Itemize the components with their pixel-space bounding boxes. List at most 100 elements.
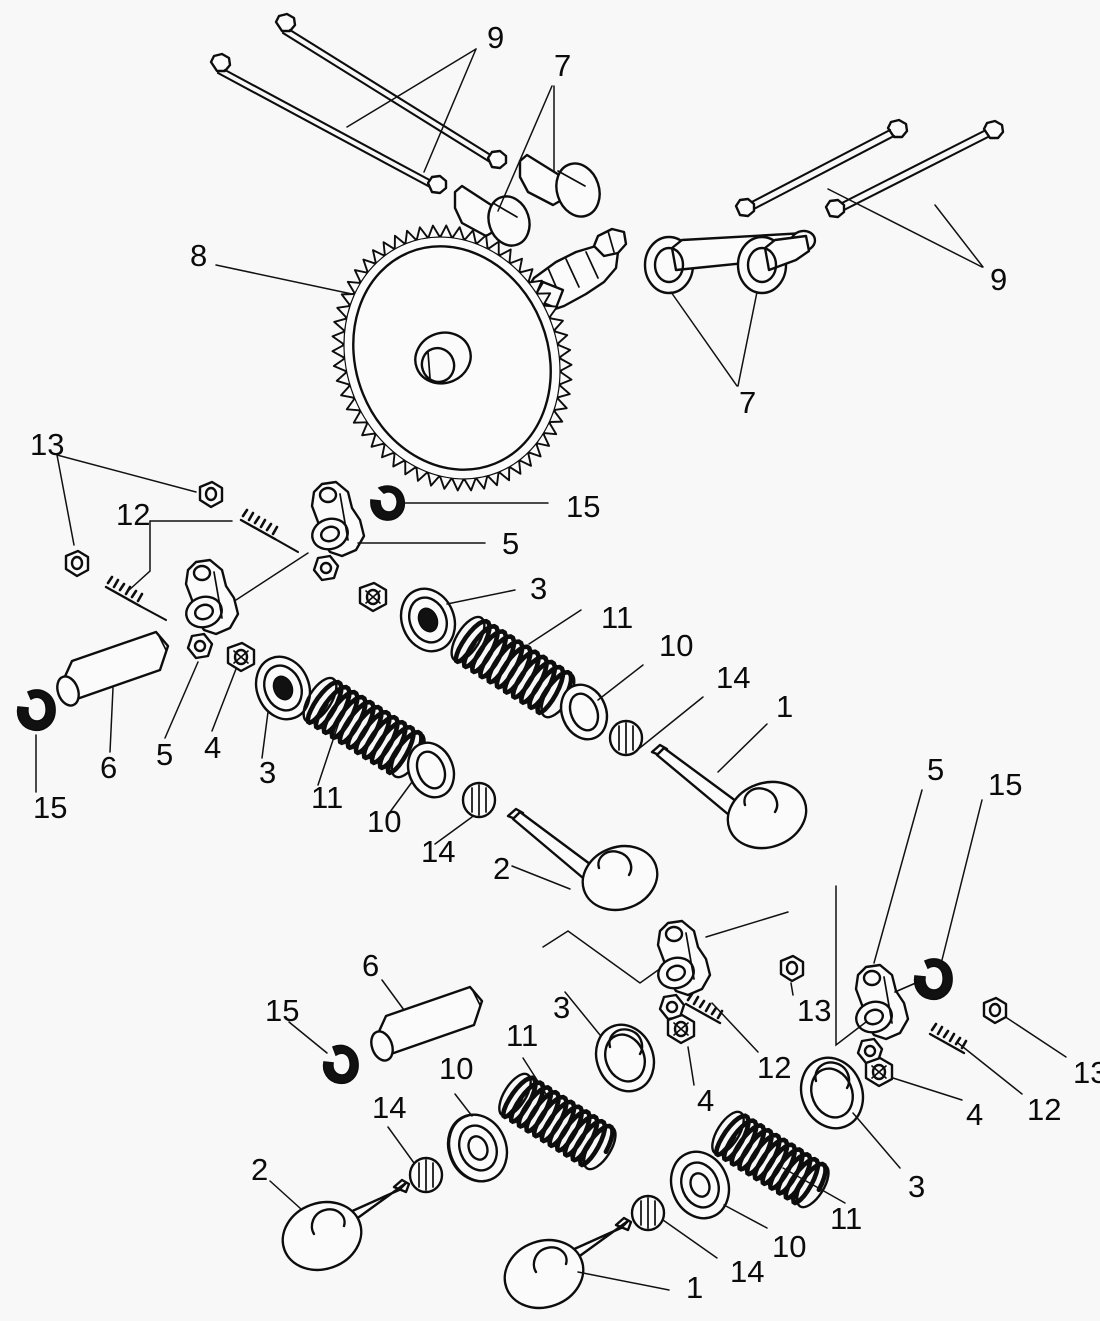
callout-label-5: 5 <box>502 526 519 561</box>
callout-label-15: 15 <box>988 767 1022 802</box>
valve-lifter-right-b <box>736 234 811 295</box>
adjusting-nut-13-lower-center <box>779 954 805 983</box>
adjusting-screw-12-upper-b <box>104 575 168 622</box>
valve-spring-retainer-3-upper-b <box>254 655 312 721</box>
callout-label-12: 12 <box>116 497 150 532</box>
callout-leader-4-lower-right <box>892 1077 963 1101</box>
callout-label-14: 14 <box>716 660 750 695</box>
rocker-arm-5-upper-left <box>184 558 240 660</box>
callout-label-3: 3 <box>908 1169 925 1204</box>
callout-leader-11-b <box>317 715 342 786</box>
callout-leader-3-lower-right <box>852 1112 901 1169</box>
callout-leader-12-upper <box>127 520 233 592</box>
callout-leader-11-lower-right <box>782 1167 846 1204</box>
callout-label-3: 3 <box>530 571 547 606</box>
callout-label-11: 11 <box>311 780 343 815</box>
callout-label-15: 15 <box>33 790 67 825</box>
adjusting-nut-13-upper-b <box>64 549 90 578</box>
rocker-arm-5-lower-right <box>854 963 910 1065</box>
rocker-arm-5-upper-center <box>310 480 366 582</box>
callout-label-6: 6 <box>100 750 117 785</box>
callout-leader-9-right <box>827 188 984 268</box>
lock-nut-4-lower-right <box>864 1056 894 1088</box>
adjusting-screw-12-lower-right <box>928 1022 968 1055</box>
callout-leader-1-upper <box>717 723 768 773</box>
callout-label-11: 11 <box>506 1018 538 1053</box>
rocker-arm-shaft-6-upper <box>56 630 170 707</box>
valve-lifter-top-right <box>518 153 601 218</box>
callout-leader-12-lower-center <box>711 1002 759 1053</box>
adjusting-nut-13-lower-right <box>982 996 1008 1025</box>
callout-label-9: 9 <box>990 262 1007 297</box>
callout-label-13: 13 <box>30 427 64 462</box>
push-rod-lower-left <box>209 52 448 195</box>
callout-label-14: 14 <box>372 1090 406 1125</box>
callout-label-14: 14 <box>730 1254 764 1289</box>
callout-leader-12-lower-right <box>957 1042 1023 1095</box>
valve-lifter-top-left <box>453 184 531 247</box>
callout-leader-6-lower <box>381 979 405 1011</box>
callout-leader-11-c <box>522 1057 547 1095</box>
callout-label-9: 9 <box>487 20 504 55</box>
valve-spring-retainer-3-lower-center <box>594 1023 656 1093</box>
callout-label-10: 10 <box>439 1051 473 1086</box>
spring-seat-washer-10-upper-b <box>406 741 456 799</box>
lock-nut-4-upper-a <box>358 581 388 613</box>
adjusting-screw-12-upper-a <box>239 508 300 554</box>
retaining-clip-15-left <box>16 689 56 732</box>
valve-spring-retainer-3-lower-right <box>799 1056 865 1130</box>
assembly-link-lines <box>542 911 789 984</box>
callout-label-12: 12 <box>757 1050 791 1085</box>
retaining-clip-15-lower-right <box>894 958 953 1001</box>
callout-label-5: 5 <box>927 752 944 787</box>
retaining-clip-15-lower-left <box>322 1044 359 1085</box>
lock-nut-4-upper-b <box>226 641 256 673</box>
callout-label-10: 10 <box>772 1229 806 1264</box>
callout-leader-14-a <box>635 696 704 752</box>
callout-label-12: 12 <box>1027 1092 1061 1127</box>
callout-label-7: 7 <box>739 385 756 420</box>
intake-valve-1-upper <box>650 743 808 850</box>
push-rod-lower-right <box>734 118 909 218</box>
callout-leader-14-b <box>434 816 473 845</box>
callout-label-4: 4 <box>966 1097 983 1132</box>
callout-leader-rocker-link <box>235 552 309 601</box>
callout-label-10: 10 <box>659 628 693 663</box>
spring-seat-washer-10-lower-left <box>447 1113 509 1183</box>
callout-leader-10-a <box>597 664 644 701</box>
callout-label-3: 3 <box>259 755 276 790</box>
callout-leader-6-upper <box>109 687 114 753</box>
callout-leader-3-upper-a <box>446 589 516 605</box>
callout-label-14: 14 <box>421 834 455 869</box>
callout-leader-13-upper <box>56 454 197 546</box>
valve-keeper-14-upper-b <box>461 781 497 819</box>
callout-leader-5-upper-left <box>164 661 199 739</box>
valve-keeper-14-lower-right <box>630 1194 666 1232</box>
valve-spring-11-upper-b <box>302 676 426 779</box>
callout-label-5: 5 <box>156 737 173 772</box>
push-rod-upper-right <box>824 119 1005 219</box>
callout-leader-4-lower-center <box>687 1046 695 1086</box>
callout-leader-13-lower-right <box>1006 1017 1067 1058</box>
adjusting-nut-13-upper-a <box>198 480 224 509</box>
callout-leader-11-a <box>528 609 582 645</box>
callout-leader-15-lower-left <box>288 1021 328 1054</box>
callout-label-11: 11 <box>601 600 633 635</box>
callout-label-6: 6 <box>362 948 379 983</box>
intake-valve-1-lower-right <box>503 1216 633 1310</box>
callout-label-3: 3 <box>553 990 570 1025</box>
callout-label-1: 1 <box>776 689 793 724</box>
callout-label-13: 13 <box>797 993 831 1028</box>
callout-label-15: 15 <box>265 993 299 1028</box>
callout-leader-2-upper <box>511 865 571 890</box>
callout-leader-15-lower-right <box>941 799 983 961</box>
exhaust-valve-2-upper <box>506 807 659 912</box>
spring-seat-washer-10-upper-a <box>559 683 609 741</box>
callout-label-2: 2 <box>493 851 510 886</box>
callout-leader-8 <box>215 264 353 295</box>
callout-leader-3-upper-b <box>261 711 269 759</box>
callout-label-11: 11 <box>830 1201 862 1236</box>
